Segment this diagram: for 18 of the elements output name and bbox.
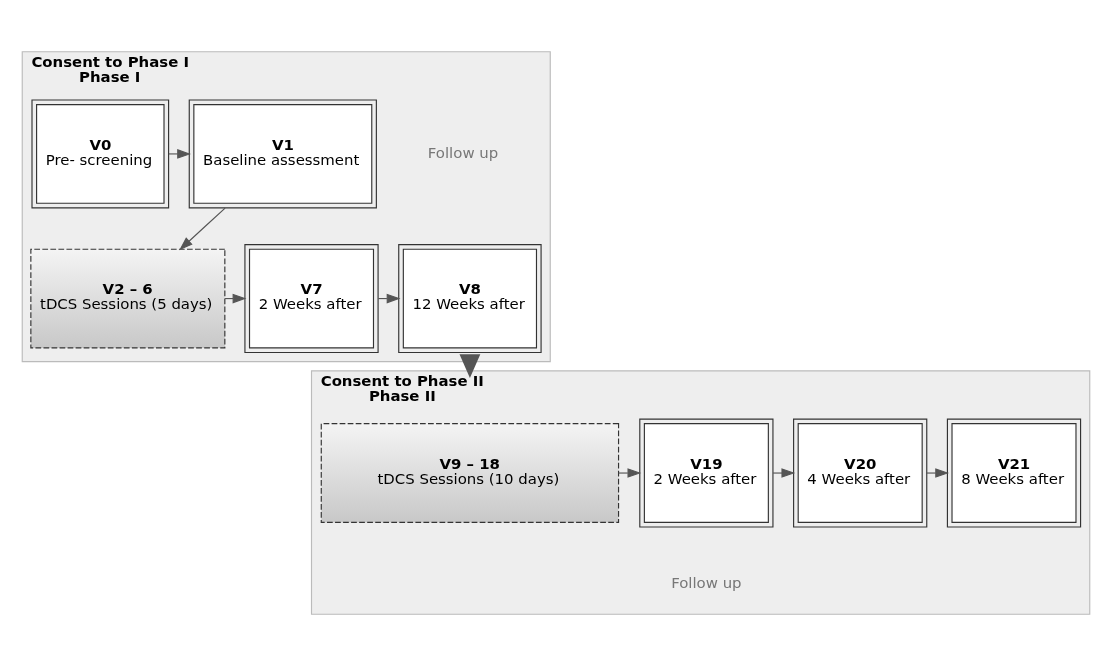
arrow	[377, 293, 401, 304]
node-box: V19 2 Weeks after	[639, 418, 774, 528]
arrow	[618, 468, 642, 478]
node-box: V9 – 18 tDCS Sessions (10 days)	[320, 423, 620, 523]
node-box: V8 12 Weeks after	[398, 244, 542, 354]
label: Follow up	[427, 143, 499, 162]
arrow	[179, 207, 226, 251]
node-box: V1 Baseline assessment	[188, 99, 377, 209]
node-box: V21 8 Weeks after	[946, 418, 1082, 528]
node-box: V20 4 Weeks after	[793, 418, 928, 528]
arrow	[926, 468, 950, 478]
arrow	[168, 149, 191, 159]
node-box: V0 Pre- screening	[31, 99, 170, 209]
node-box: V7 2 Weeks after	[244, 244, 379, 354]
arrow	[459, 354, 481, 379]
arrow	[772, 468, 796, 478]
label: Follow up	[671, 574, 742, 593]
node-box: V2 – 6 tDCS Sessions (5 days)	[30, 248, 226, 349]
